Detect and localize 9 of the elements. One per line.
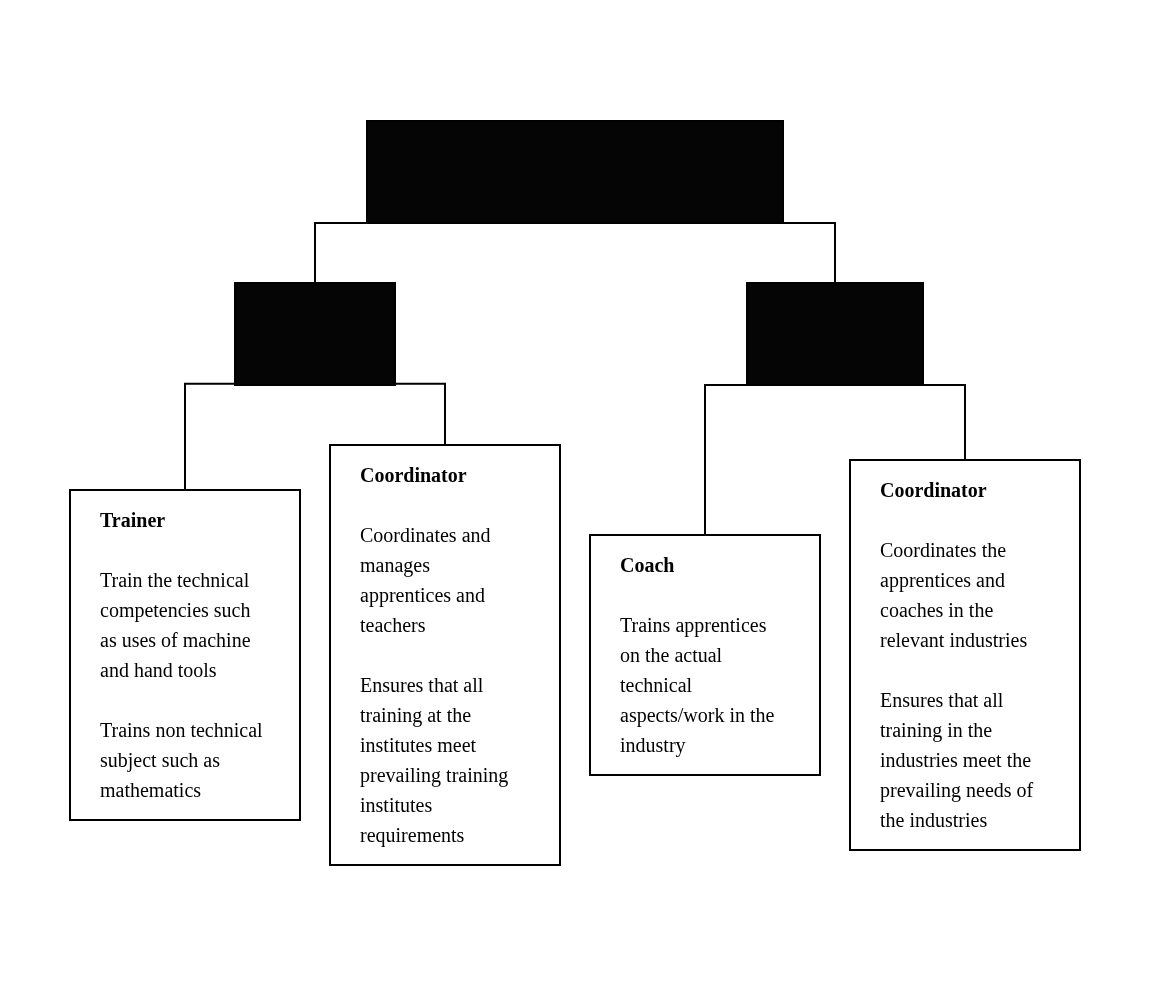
connector	[394, 382, 446, 446]
node-box: Coach Trains apprentices on the actual technical aspects/work in the industry	[589, 533, 821, 776]
node-box	[746, 281, 924, 386]
node-box	[234, 281, 396, 386]
connector	[184, 382, 236, 491]
node-box: Coordinator Coordinates and manages apprentices and teachers Ensures that all training at the institutes meet prevailing training institutes requirements	[329, 443, 561, 866]
node-box: Trainer Train the technical competencies such as uses of machine and hand tools Trains non technical subject such as mathematics	[69, 488, 301, 821]
node-box	[366, 119, 784, 224]
node-box: Coordinator Coordinates the apprentices and coaches in the relevant industries Ensures that all training in the industries meet the prevailing needs of the industries	[849, 458, 1081, 851]
